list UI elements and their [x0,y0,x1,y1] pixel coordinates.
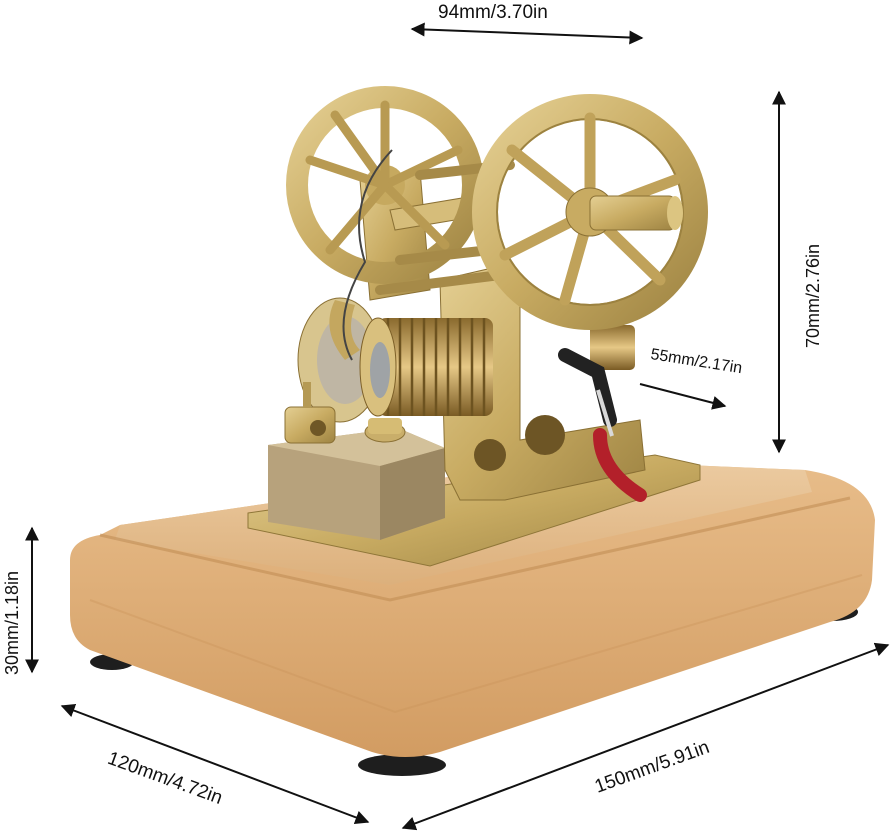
rear-flywheel [286,86,484,284]
spring-wire [342,149,393,361]
fuel-valve [284,382,336,444]
cooling-fins [359,317,635,417]
base-height-label: 30mm/1.18in [2,570,22,675]
height-label: 70mm/2.76in [803,243,823,348]
red-tube [558,348,647,502]
top-width-label: 94mm/3.70in [438,2,548,23]
base-foot [358,754,446,776]
dimension-arrows [25,22,890,831]
displacer-cylinder [297,297,383,423]
alcohol-burner [268,418,445,540]
front-flywheel [472,94,708,330]
